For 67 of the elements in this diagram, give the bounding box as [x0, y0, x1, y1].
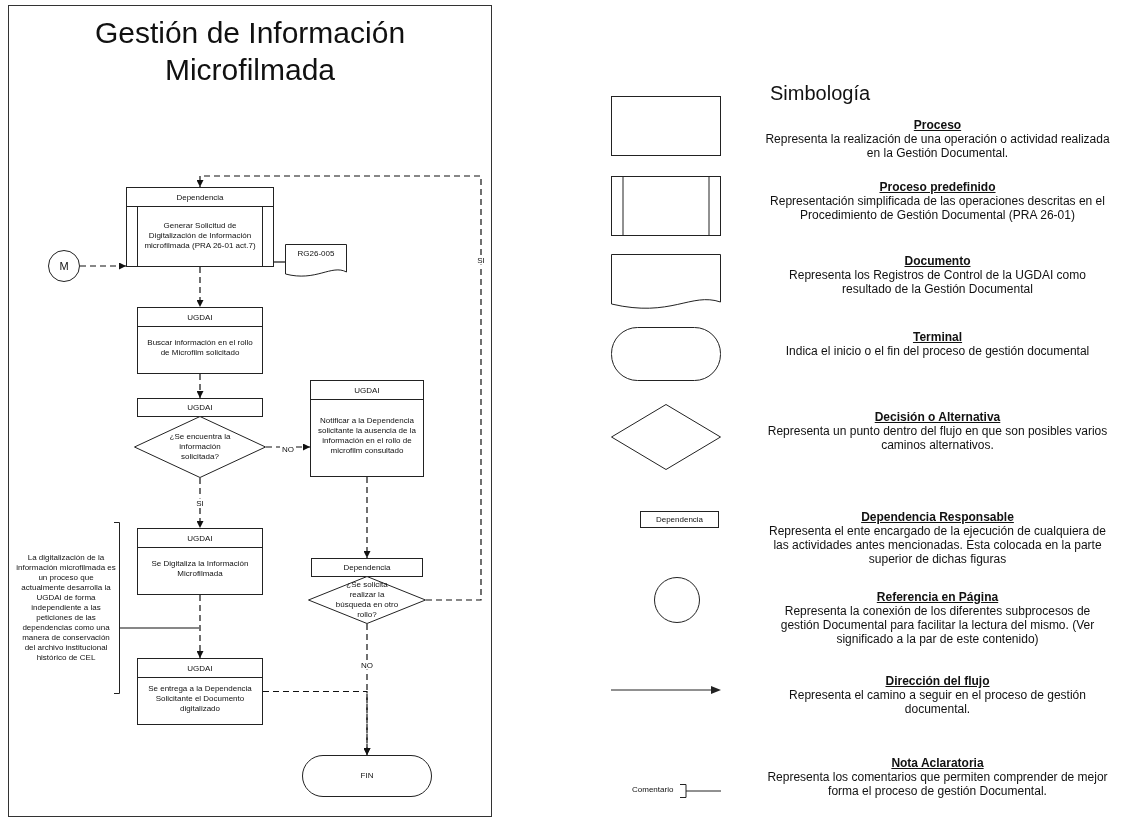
- role-header: UGDAI: [138, 659, 262, 678]
- edge-label: NO: [359, 660, 375, 670]
- decision-block: [308, 558, 426, 624]
- legend-heading: Dirección del flujo: [884, 674, 991, 688]
- process-box: [310, 380, 424, 477]
- decision-block: [134, 398, 266, 478]
- flow-arrow: [196, 477, 204, 529]
- legend-heading: Documento: [903, 254, 972, 268]
- legend-heading: Referencia en Página: [875, 590, 1000, 604]
- legend-heading: Terminal: [911, 330, 964, 344]
- role-header: UGDAI: [138, 308, 262, 327]
- edge-label: SI: [475, 255, 487, 265]
- flow-arrow: [196, 266, 204, 308]
- record-code: RG26-005: [297, 249, 335, 259]
- role-header: UGDAI: [138, 529, 262, 548]
- terminal-text: FIN: [360, 771, 374, 781]
- leader-line: [119, 627, 200, 629]
- role-header: Dependencia: [127, 188, 273, 207]
- flow-arrow: [196, 175, 482, 601]
- role-header: Dependencia: [311, 558, 423, 577]
- process-box: [137, 658, 263, 725]
- step-text: Se Digitaliza la Información Microfilmada: [150, 558, 250, 579]
- step-text: Se entrega a la Dependencia Solicitante el Documento digitalizado: [147, 683, 253, 714]
- legend-heading: Proceso: [912, 118, 963, 132]
- flow-arrow: [363, 476, 371, 559]
- legend-description: Representa los Registros de Control de la UGDAI como resultado de la Gestión Documental: [788, 268, 1087, 296]
- step-text: Buscar información en el rollo de Microfilm solicitado: [146, 337, 254, 358]
- legend-description: Representa los comentarios que permiten comprender de mejor forma el proceso de gestión Documental.: [766, 770, 1109, 798]
- legend-description: Representa el camino a seguir en el proceso de gestión documental.: [788, 688, 1087, 716]
- flow-arrow: [262, 690, 371, 756]
- legend-description: Representa la realización de una operación o actividad realizada en la Gestión Documental.: [765, 132, 1110, 160]
- edge-label: SI: [194, 498, 206, 508]
- role-header: UGDAI: [311, 381, 423, 400]
- decision-question: ¿Se solicita realizar la búsqueda en otro rollo?: [334, 580, 400, 620]
- legend-description: Representa un punto dentro del flujo en que son posibles varios caminos alternativos.: [766, 424, 1109, 452]
- flow-arrow: [196, 594, 204, 659]
- process-box: [137, 307, 263, 374]
- flow-arrow: [265, 443, 311, 451]
- terminal-shape: [302, 755, 432, 797]
- legend-description: Representación simplificada de las operaciones descritas en el Procedimiento de Gestión Documental (PRA 26-01): [769, 194, 1106, 222]
- process-box: [137, 528, 263, 595]
- flow-arrow: [196, 373, 204, 399]
- annotation-note: [16, 522, 120, 694]
- legend-title: Simbología: [770, 82, 871, 105]
- role-header: UGDAI: [137, 398, 263, 417]
- legend-heading: Nota Aclaratoria: [890, 756, 985, 770]
- sample-label: Dependencia: [654, 514, 705, 526]
- legend-heading: Decisión o Alternativa: [873, 410, 1002, 424]
- legend-description: Indica el inicio o el fin del proceso de gestión documental: [784, 344, 1091, 358]
- step-text: Notificar a la Dependencia solicitante la ausencia de la información en el rollo de microfilm consultado: [317, 415, 417, 456]
- step-text: Generar Solicitud de Digitalización de Información microfilmada (PRA 26-01 act.7): [143, 221, 257, 251]
- legend-description: Representa el ente encargado de la ejecución de cualquiera de las actividades antes mencionadas. Esta colocada en la parte superior de dichas figuras: [768, 524, 1107, 566]
- legend-description: Representa la conexión de los diferentes subprocesos de gestión Documental para facilitar la lectura del mismo. (Ver significado a la par de este contenido): [779, 604, 1096, 646]
- flow-arrow: [363, 623, 371, 756]
- document-shape: [285, 244, 347, 280]
- decision-question: ¿Se encuentra la información solicitada?: [168, 432, 232, 462]
- page-reference-circle: [48, 250, 80, 282]
- diagram-title: Gestión de Información Microfilmada: [93, 15, 407, 88]
- reference-letter: M: [59, 261, 69, 271]
- predefined-process-box: [126, 187, 274, 267]
- edge-label: NO: [280, 444, 296, 454]
- sample-label: Comentario: [632, 785, 674, 794]
- note-text: La digitalización de la información microfilmada es un proceso que actualmente desarrolla la UGDAI de forma independiente a las peticiones de las dependencias como una manera de conservación del archivo institucional histórico de CEL: [16, 553, 116, 663]
- flow-arrow: [79, 262, 127, 270]
- legend-heading: Dependencia Responsable: [860, 510, 1015, 524]
- legend-heading: Proceso predefinido: [878, 180, 997, 194]
- connector-line: [273, 261, 286, 263]
